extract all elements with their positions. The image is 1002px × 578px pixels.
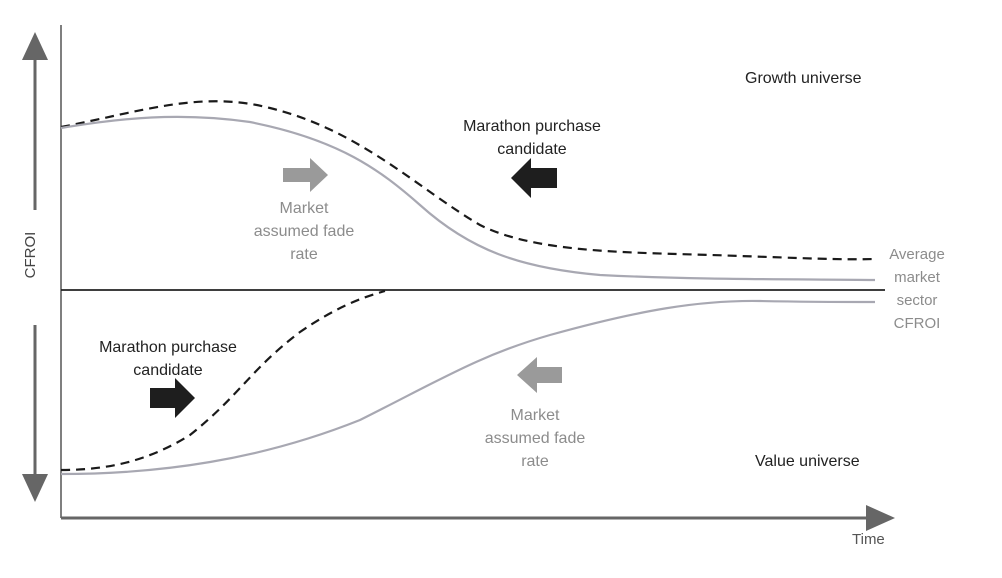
- left-arrow-icon: [511, 158, 557, 198]
- value-candidate-line-2: candidate: [133, 362, 202, 379]
- average-line-4: CFROI: [894, 315, 941, 332]
- value-fade-line-3: rate: [521, 453, 549, 470]
- y-axis: CFROI: [22, 32, 48, 502]
- y-axis-label: CFROI: [22, 232, 39, 279]
- value-fade-line-2: assumed fade: [485, 430, 586, 447]
- average-line-2: market: [894, 269, 941, 286]
- average-line-1: Average: [889, 246, 945, 263]
- x-axis-arrowhead: [866, 505, 895, 531]
- value-fade-label: Market assumed fade rate: [485, 407, 586, 470]
- growth-marathon-dashed-curve: [60, 100, 876, 261]
- right-arrow-icon: [150, 378, 195, 418]
- value-candidate-label: Marathon purchase candidate: [99, 339, 237, 379]
- growth-universe-label: Growth universe: [745, 70, 862, 87]
- growth-fade-line-2: assumed fade: [254, 223, 355, 240]
- growth-market-solid-curve: [60, 115, 876, 282]
- value-fade-line-1: Market: [511, 407, 560, 424]
- growth-candidate-line-1: Marathon purchase: [463, 118, 601, 135]
- right-arrow-icon: [283, 158, 328, 192]
- x-axis-label: Time: [852, 531, 885, 548]
- value-marathon-dashed-curve: [60, 289, 386, 472]
- growth-fade-line-3: rate: [290, 246, 318, 263]
- value-candidate-line-1: Marathon purchase: [99, 339, 237, 356]
- average-line-3: sector: [897, 292, 938, 309]
- average-label: Average market sector CFROI: [889, 246, 945, 332]
- value-universe-label: Value universe: [755, 453, 860, 470]
- growth-fade-label: Market assumed fade rate: [254, 200, 355, 263]
- value-market-solid-curve: [60, 299, 876, 476]
- plot-frame: Time: [60, 25, 895, 548]
- growth-candidate-line-2: candidate: [497, 141, 566, 158]
- growth-fade-line-1: Market: [280, 200, 329, 217]
- growth-candidate-label: Marathon purchase candidate: [463, 118, 601, 158]
- left-arrow-icon: [517, 357, 562, 393]
